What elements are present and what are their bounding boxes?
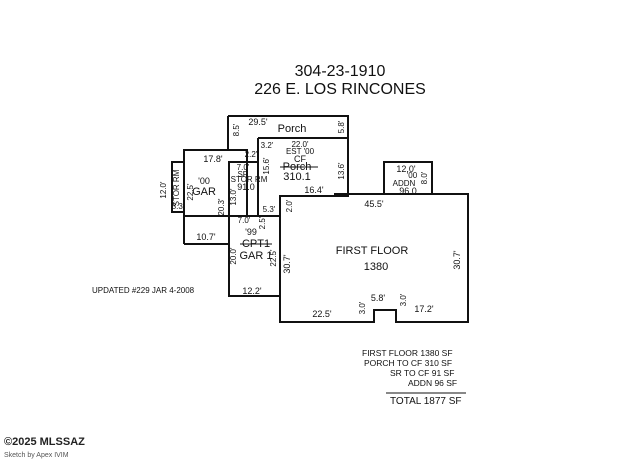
sr-area: 91.0 xyxy=(237,182,255,192)
sr-label: SR xyxy=(237,170,248,179)
addn-area: 96.0 xyxy=(399,186,417,196)
garage-bottom: 10.7' xyxy=(196,232,216,242)
gar1-height2: 22.5' xyxy=(269,249,278,267)
cf-porch-dim4: 13.6' xyxy=(337,162,346,180)
first-floor-height-right: 30.7' xyxy=(452,250,462,270)
sr-height: 13.0' xyxy=(229,188,238,206)
summary-addn: ADDN 96 SF xyxy=(408,378,458,388)
porch-outline xyxy=(228,115,349,197)
first-floor-notch1: 3.0' xyxy=(358,301,367,314)
first-floor-c: 2.0' xyxy=(285,199,294,212)
gar1-dim1: 5.3' xyxy=(263,205,276,214)
first-floor-bottom1: 22.5' xyxy=(312,309,332,319)
garage-height-left: 22.5' xyxy=(186,183,195,201)
gar1-width: 7.0' xyxy=(238,216,251,225)
gar1-label: GAR 1 xyxy=(239,250,272,262)
addn-outline xyxy=(383,161,433,194)
gar1-year: '99 xyxy=(245,227,257,237)
stor-rm-label: STOR RM xyxy=(172,169,181,206)
summary-porch: PORCH TO CF 310 SF xyxy=(364,358,453,368)
cf-porch-dim2: 2.2' xyxy=(245,150,258,159)
sr-stor-label: STOR RM xyxy=(231,175,268,184)
first-floor-label: FIRST FLOOR xyxy=(336,245,409,257)
addn-year: '00 xyxy=(407,171,418,180)
addn-width: 12.0' xyxy=(396,164,416,174)
cf-porch-width: 22.0' xyxy=(291,140,309,149)
gar1-outline xyxy=(228,216,280,297)
garage-year: '00 xyxy=(198,176,210,186)
first-floor-bottom2: 5.8' xyxy=(371,293,386,303)
cf-porch-bottom: 16.4' xyxy=(304,185,324,195)
cf-porch-dim1: 3.2' xyxy=(261,141,274,150)
gar1-bottom: 12.2' xyxy=(242,286,262,296)
address: 226 E. LOS RINCONES xyxy=(254,81,426,98)
garage-label: GAR xyxy=(192,186,216,198)
porch-height-left: 8.5' xyxy=(232,123,241,136)
cf-porch-cf: CF xyxy=(294,154,306,164)
stor-rm-outline xyxy=(171,161,185,213)
stor-rm-width: 3.3' xyxy=(172,202,185,211)
garage-width: 17.8' xyxy=(203,154,223,164)
area-summary: FIRST FLOOR 1380 SF PORCH TO CF 310 SF S… xyxy=(362,348,457,388)
stor-rm-height: 12.0' xyxy=(159,181,168,199)
addn-label: ADDN xyxy=(393,179,416,188)
porch-label: Porch xyxy=(278,123,307,135)
first-floor-outline xyxy=(279,193,469,323)
summary-first-floor: FIRST FLOOR 1380 SF xyxy=(362,348,453,358)
addn-height: 8.0' xyxy=(420,171,429,184)
total-area: TOTAL 1877 SF xyxy=(390,396,462,407)
porch-width: 29.5' xyxy=(248,117,268,127)
copyright: ©2025 MLSSAZ xyxy=(4,436,85,448)
summary-sr: SR TO CF 91 SF xyxy=(390,368,455,378)
first-floor-bottom3: 17.2' xyxy=(414,304,434,314)
cf-porch-area: 310.1 xyxy=(283,171,311,183)
porch-height-right: 5.8' xyxy=(337,120,346,133)
updated-note: UPDATED #229 JAR 4-2008 xyxy=(92,286,195,295)
first-floor-notch2: 3.0' xyxy=(399,293,408,306)
cf-porch-est: EST '00 xyxy=(286,147,315,156)
gar1-dim2: 2.5' xyxy=(258,216,267,229)
first-floor-height-left: 30.7' xyxy=(282,254,292,274)
first-floor-width: 45.5' xyxy=(364,199,384,209)
gar1-height: 20.0' xyxy=(229,247,238,265)
cf-porch-dim3: 15.6' xyxy=(262,157,271,175)
sr-width: 7.0' xyxy=(237,163,250,172)
parcel-number: 304-23-1910 xyxy=(295,63,386,80)
first-floor-area: 1380 xyxy=(364,261,388,273)
sketch-credit: Sketch by Apex IVIM xyxy=(4,452,69,459)
garage-height-right: 20.3' xyxy=(217,198,226,216)
